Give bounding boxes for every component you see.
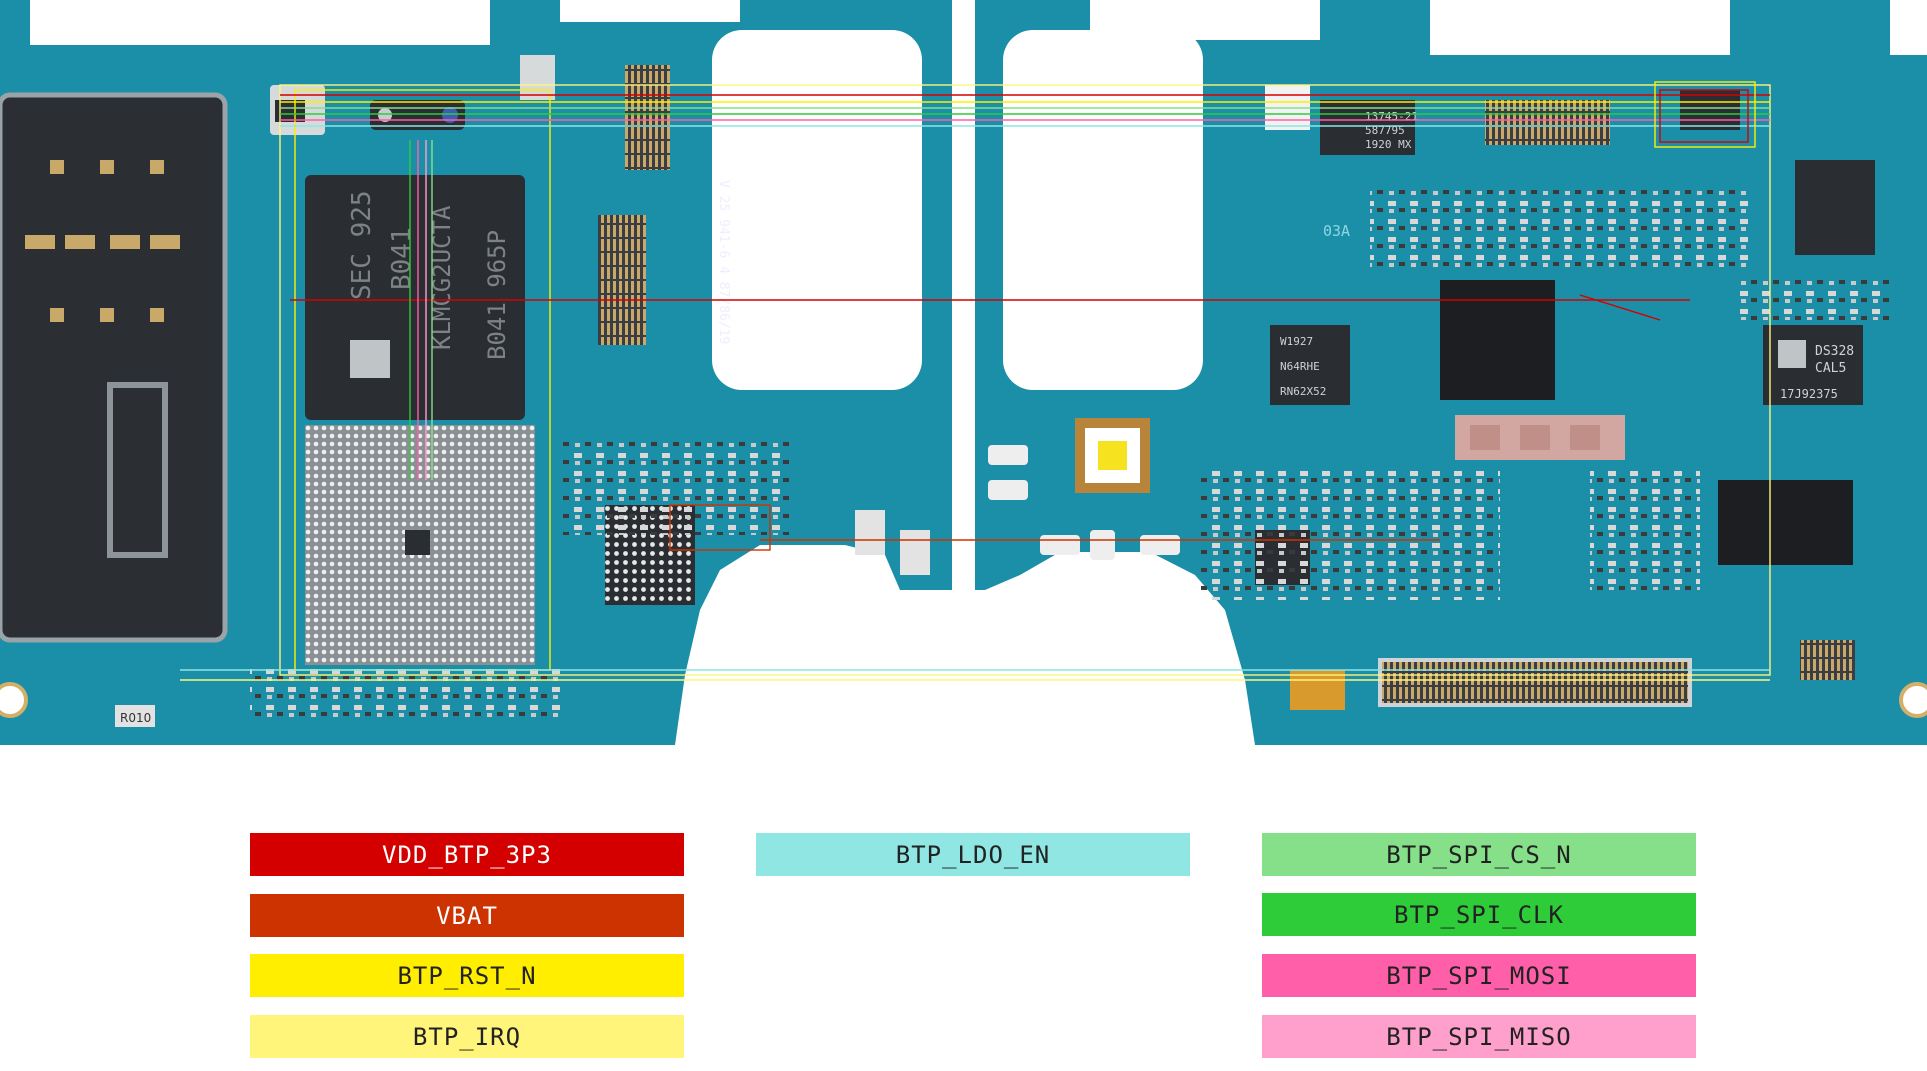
sim-tray	[0, 92, 228, 643]
left-board-window	[712, 30, 922, 390]
rf-chip	[1440, 280, 1555, 400]
legend-label: BTP_SPI_CS_N	[1386, 840, 1572, 869]
memory-chip-marking: SEC 925	[347, 190, 377, 300]
svg-text:17J92375: 17J92375	[1780, 387, 1838, 401]
legend-btp-spi-mosi: BTP_SPI_MOSI	[1262, 954, 1696, 997]
legend-label: BTP_SPI_MOSI	[1386, 961, 1572, 990]
legend-btp-ldo-en: BTP_LDO_EN	[756, 833, 1190, 876]
ic-chip-3	[1795, 160, 1875, 255]
svg-text:RN62X52: RN62X52	[1280, 385, 1326, 398]
legend-label: VDD_BTP_3P3	[382, 840, 552, 869]
connector-top-right	[1485, 100, 1610, 145]
legend-label: BTP_SPI_MISO	[1386, 1022, 1572, 1051]
svg-text:DS328: DS328	[1815, 344, 1854, 359]
legend-vdd-btp-3p3: VDD_BTP_3P3	[250, 833, 684, 876]
svg-text:587795: 587795	[1365, 124, 1405, 137]
legend-label: BTP_IRQ	[412, 1022, 522, 1051]
legend-btp-spi-clk: BTP_SPI_CLK	[1262, 893, 1696, 936]
svg-text:N64RHE: N64RHE	[1280, 360, 1320, 373]
legend-label: BTP_LDO_EN	[895, 840, 1051, 869]
svg-text:13745-21: 13745-21	[1365, 110, 1418, 123]
svg-text:B041 965P: B041 965P	[483, 230, 511, 360]
pcb-board-photo: SEC 925 B041 KLMCG2UCTA B041 965P R010 V…	[0, 0, 1927, 745]
svg-text:V 25 941-6 4 87/86/19: V 25 941-6 4 87/86/19	[716, 180, 731, 344]
ic-chip-4	[1718, 480, 1853, 565]
right-board-window	[1003, 30, 1203, 390]
connector-top-left	[625, 65, 670, 170]
svg-text:03A: 03A	[1323, 222, 1350, 240]
signal-traces	[180, 81, 1771, 681]
legend-label: BTP_SPI_CLK	[1394, 900, 1564, 929]
ic-chip-1	[1270, 325, 1350, 405]
display-connector	[1378, 658, 1692, 707]
pmic-chip	[1320, 100, 1415, 155]
svg-text:CAL5: CAL5	[1815, 361, 1846, 376]
legend-label: VBAT	[436, 901, 498, 930]
svg-text:W1927: W1927	[1280, 335, 1313, 348]
svg-text:R010: R010	[120, 711, 151, 725]
connector-mid-left	[598, 215, 646, 345]
svg-text:B041: B041	[387, 227, 417, 290]
legend-btp-irq: BTP_IRQ	[250, 1015, 684, 1058]
legend-btp-rst-n: BTP_RST_N	[250, 954, 684, 997]
legend-vbat: VBAT	[250, 894, 684, 937]
legend-label: BTP_RST_N	[397, 961, 537, 990]
legend-btp-spi-miso: BTP_SPI_MISO	[1262, 1015, 1696, 1058]
svg-text:1920 MX: 1920 MX	[1365, 138, 1412, 151]
legend-btp-spi-cs-n: BTP_SPI_CS_N	[1262, 833, 1696, 876]
